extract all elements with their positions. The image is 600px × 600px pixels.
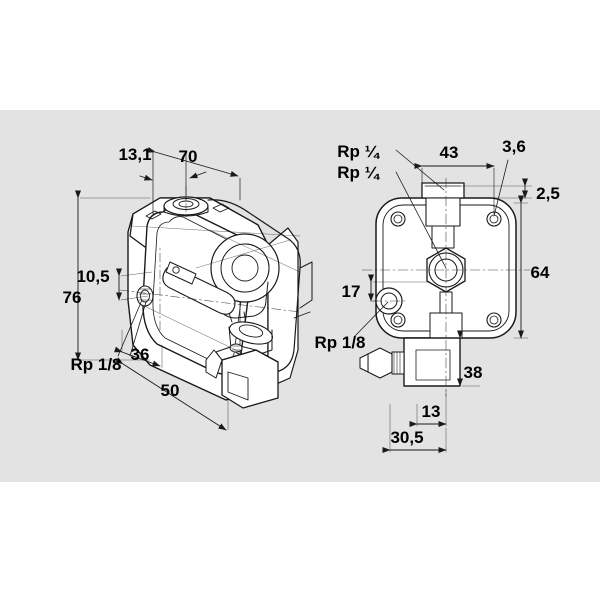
dim-30-5-label: 30,5 bbox=[390, 428, 423, 447]
dim-3-6-label: 3,6 bbox=[502, 137, 526, 156]
dim-17-label: 17 bbox=[342, 282, 361, 301]
iso-construction-lines bbox=[131, 225, 301, 353]
iso-dimension-lines bbox=[75, 147, 241, 431]
dim-10-5-label: 10,5 bbox=[76, 267, 109, 286]
dim-70-label: 70 bbox=[179, 147, 198, 166]
isometric-body bbox=[127, 196, 313, 409]
dim-64-label: 64 bbox=[531, 263, 550, 282]
dim-43-label: 43 bbox=[440, 143, 459, 162]
dim-36-label: 36 bbox=[131, 345, 150, 364]
front-dimension-lines bbox=[354, 149, 533, 453]
dim-rp18-left-label: Rp 1/8 bbox=[70, 355, 121, 374]
dim-rp18-right-label: Rp 1/8 bbox=[314, 333, 365, 352]
dim-38-label: 38 bbox=[464, 363, 483, 382]
dim-13-1-label: 13,1 bbox=[118, 145, 151, 164]
dim-13-label: 13 bbox=[422, 402, 441, 421]
dim-76-label: 76 bbox=[63, 288, 82, 307]
dim-50-label: 50 bbox=[161, 381, 180, 400]
dim-rp14-b-label: Rp ¼ bbox=[337, 163, 380, 182]
dim-2-5-label: 2,5 bbox=[536, 184, 560, 203]
front-view-body bbox=[359, 182, 517, 387]
dim-rp14-a-label: Rp ¼ bbox=[337, 142, 380, 161]
front-dimension-labels: Rp ¼ Rp ¼ 43 3,6 2,5 64 17 Rp 1/8 38 13 … bbox=[314, 137, 559, 447]
iso-dimension-labels: 13,1 70 10,5 76 Rp 1/8 36 50 bbox=[63, 145, 198, 400]
